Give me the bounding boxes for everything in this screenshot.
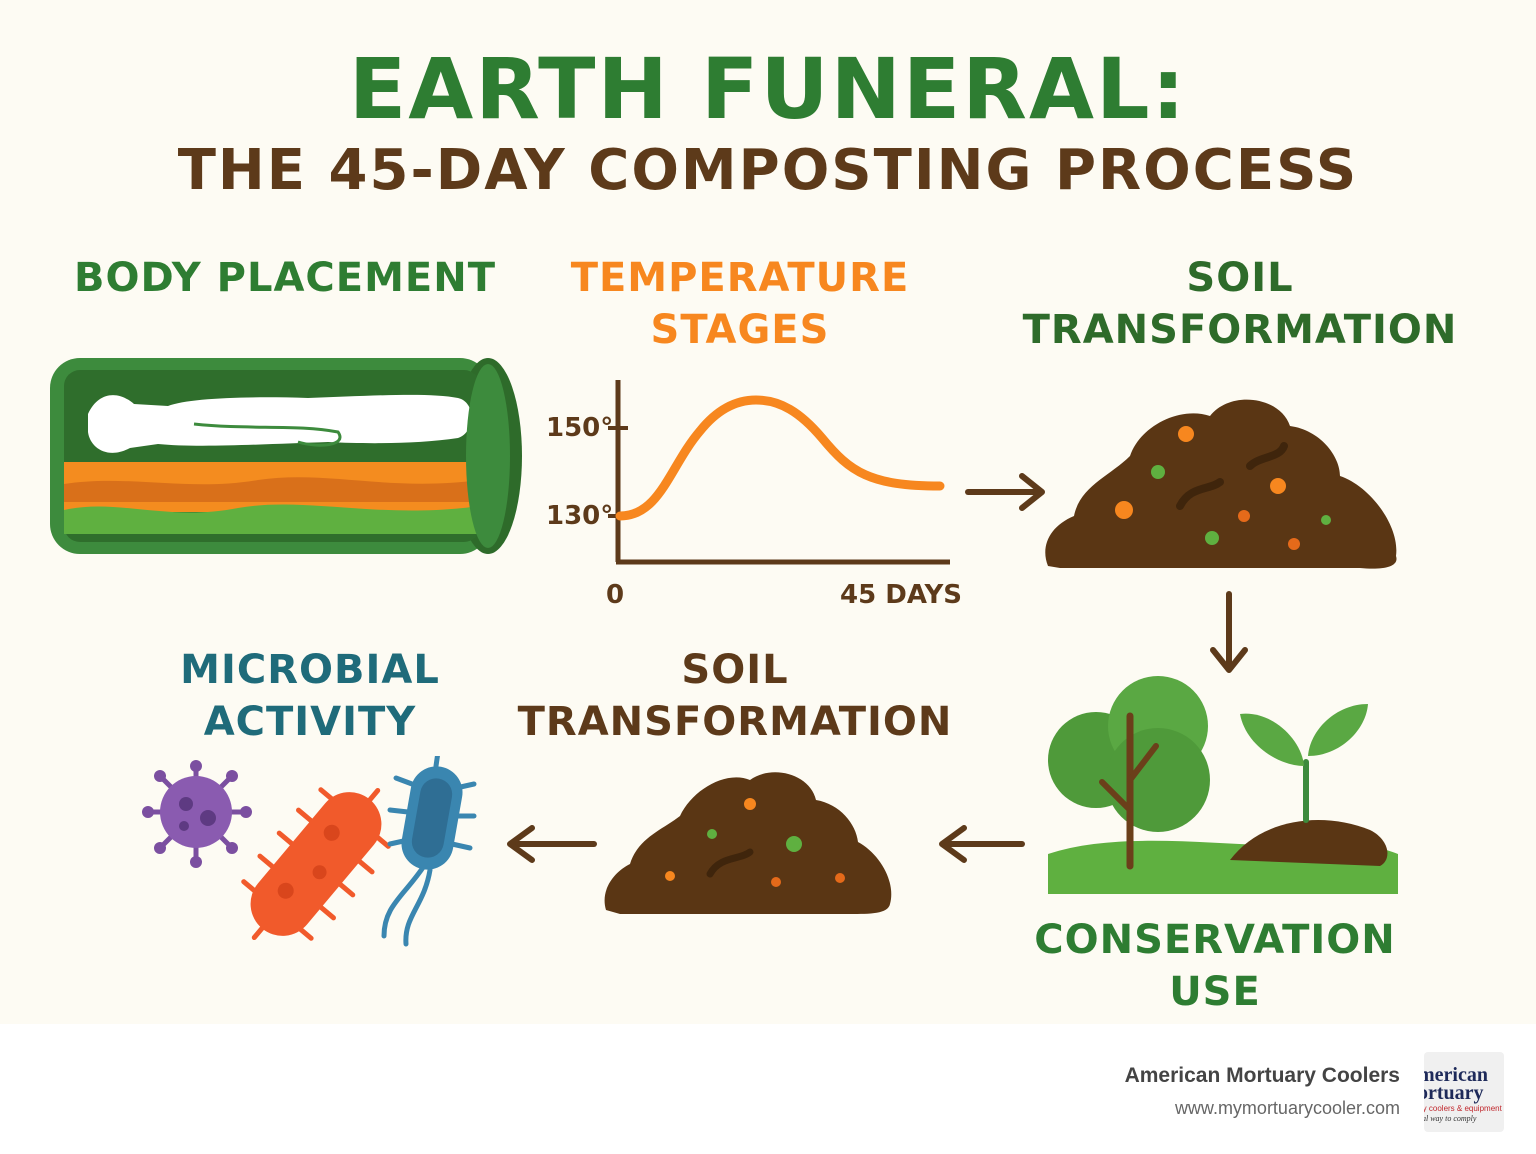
label-conservation-line2: USE: [1169, 969, 1261, 1015]
label-conservation-line1: CONSERVATION: [1034, 917, 1396, 963]
label-soil-bottom-line2: TRANSFORMATION: [517, 699, 953, 745]
label-soil-bottom-line1: SOIL: [681, 647, 789, 693]
label-soil-transformation-top: SOIL TRANSFORMATION: [1000, 252, 1480, 356]
arrow-right-icon: [965, 473, 1045, 511]
footer: [0, 1024, 1536, 1154]
x-tick-label-end: 45 DAYS: [840, 580, 963, 610]
logo-line1: merican: [1424, 1064, 1488, 1086]
label-temperature-stages: TEMPERATURE STAGES: [560, 252, 920, 356]
arrow-left-icon-left: [507, 825, 597, 863]
soil-mound-icon: [1045, 399, 1397, 569]
label-microbial-line1: MICROBIAL: [180, 647, 440, 693]
label-microbial-line2: ACTIVITY: [203, 699, 417, 745]
page-subtitle: THE 45-DAY COMPOSTING PROCESS: [177, 138, 1359, 203]
label-body-placement: BODY PLACEMENT: [60, 252, 510, 304]
arrow-left-icon-right: [939, 825, 1025, 863]
brand-logo: merican ortuary ry coolers & equipment a…: [1424, 1052, 1504, 1132]
purple-virus-icon: [142, 760, 252, 868]
composting-vessel-icon: [50, 358, 522, 554]
y-tick-label-130: 130°: [546, 501, 614, 531]
label-soil-transformation-bottom: SOIL TRANSFORMATION: [500, 644, 970, 748]
soil-mound-small-icon: [604, 772, 892, 914]
logo-line4: al way to comply: [1424, 1114, 1477, 1123]
logo-line3: ry coolers & equipment: [1424, 1104, 1502, 1113]
label-soil-top-line1: SOIL: [1186, 255, 1294, 301]
microbes-icon: [142, 756, 477, 947]
label-temperature-line2: STAGES: [650, 307, 830, 353]
tree-and-sprout-icon: [1048, 676, 1398, 894]
label-microbial-activity: MICROBIAL ACTIVITY: [140, 644, 480, 748]
arrow-down-icon: [1210, 591, 1248, 673]
logo-line2: ortuary: [1424, 1082, 1484, 1104]
label-body-placement-text: BODY PLACEMENT: [73, 255, 496, 301]
temperature-chart: [608, 380, 950, 565]
footer-url[interactable]: www.mymortuarycooler.com: [1174, 1098, 1400, 1118]
y-tick-label-150: 150°: [546, 413, 614, 443]
x-tick-label-start: 0: [606, 580, 625, 610]
orange-bacterium-icon: [241, 787, 391, 941]
blue-bacterium-icon: [381, 756, 477, 947]
label-conservation-use: CONSERVATION USE: [1000, 914, 1430, 1018]
footer-brand: American Mortuary Coolers: [1124, 1064, 1400, 1087]
temperature-curve: [615, 395, 945, 521]
page-title: EARTH FUNERAL:: [348, 40, 1188, 138]
label-temperature-line1: TEMPERATURE: [570, 255, 910, 301]
label-soil-top-line2: TRANSFORMATION: [1022, 307, 1458, 353]
